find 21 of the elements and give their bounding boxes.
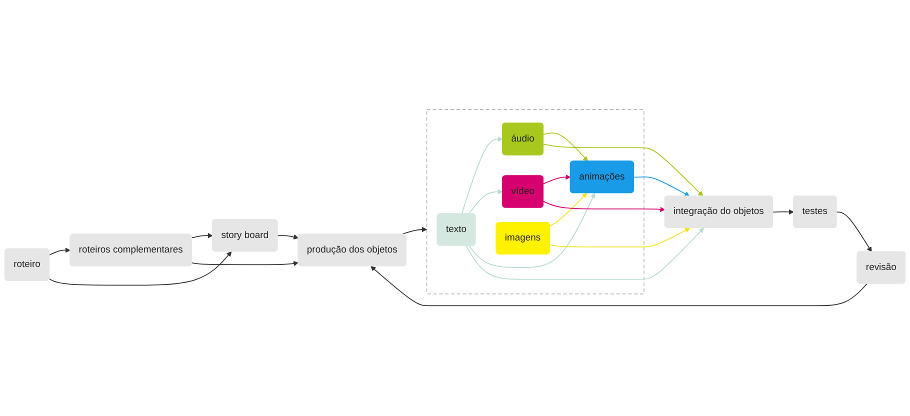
arrow bbox=[549, 193, 588, 227]
arrow bbox=[192, 233, 213, 239]
arrow bbox=[468, 189, 503, 215]
arrow bbox=[836, 212, 872, 252]
arrow bbox=[549, 228, 690, 248]
arrow bbox=[49, 248, 70, 256]
arrow bbox=[461, 136, 503, 215]
arrow bbox=[466, 228, 704, 280]
arrow bbox=[402, 227, 428, 235]
cluster bbox=[426, 110, 644, 294]
arrow bbox=[48, 252, 232, 286]
arrow bbox=[370, 266, 868, 306]
arrow bbox=[543, 144, 704, 197]
arrow bbox=[277, 234, 299, 240]
arrow bbox=[543, 201, 666, 212]
arrow bbox=[543, 132, 588, 162]
arrow bbox=[633, 176, 690, 197]
arrow bbox=[543, 174, 571, 184]
arrow bbox=[468, 193, 596, 268]
arrow bbox=[772, 210, 794, 215]
arrow bbox=[192, 261, 299, 266]
